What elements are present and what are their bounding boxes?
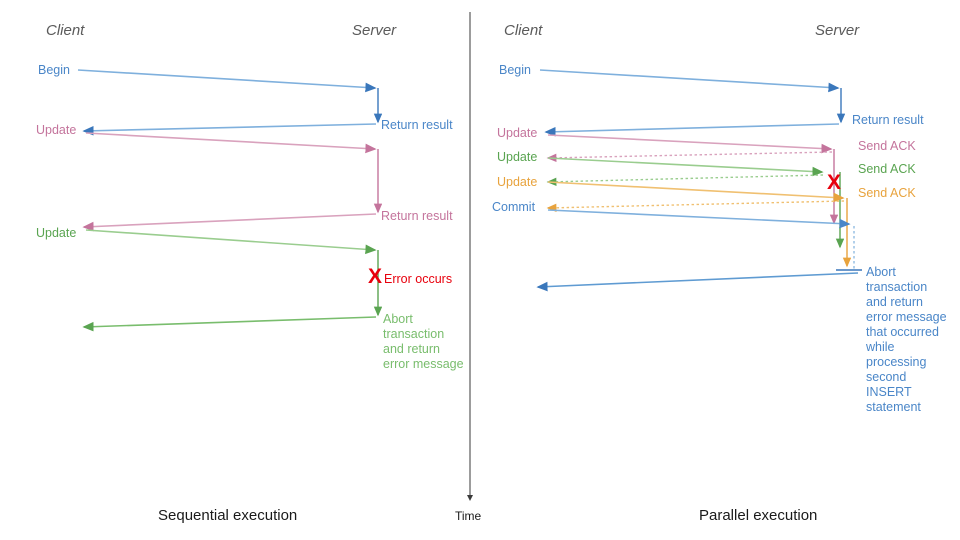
arrow-abort-return <box>82 316 377 332</box>
arrow-begin-request <box>77 69 377 93</box>
parallel-caption: Parallel execution <box>699 507 818 524</box>
parallel-msg-update-3: Update <box>497 175 538 189</box>
sequential-msg-update-1: Update <box>36 123 77 137</box>
arrow-update-orange-request <box>547 181 845 203</box>
arrow-update-1-request <box>85 132 377 154</box>
arrow-abort-return-p <box>536 272 859 292</box>
parallel-server-lane-label: Server <box>815 22 860 39</box>
sequential-msg-begin: Begin <box>38 63 70 77</box>
sequential-error-label: Error occurs <box>384 272 453 286</box>
parallel-msg-send-ack-1: Send ACK <box>858 139 916 153</box>
sequential-panel-vectors <box>77 69 383 332</box>
arrow-commit-request <box>547 209 851 229</box>
arrow-ack-orange <box>546 200 845 213</box>
arrow-return-result-1 <box>82 123 377 136</box>
sequential-server-lane-label: Server <box>352 22 397 39</box>
sequential-msg-return-result-2: Return result <box>381 209 453 223</box>
parallel-panel-vectors <box>536 69 862 292</box>
sequential-msg-return-result-1: Return result <box>381 118 453 132</box>
arrow-ack-green <box>546 174 824 186</box>
sequential-msg-update-2: Update <box>36 226 77 240</box>
parallel-msg-send-ack-2: Send ACK <box>858 162 916 176</box>
arrow-ack-pink <box>546 151 833 163</box>
arrow-return-result-p <box>544 123 840 137</box>
arrow-update-2-request <box>85 229 377 255</box>
error-x-icon-parallel: X <box>827 171 842 194</box>
time-axis-label: Time <box>455 509 482 523</box>
parallel-abort-note: Abort transaction and return error messa… <box>866 265 947 414</box>
server-wait-blue-dashed <box>836 226 862 271</box>
arrow-begin-request-p <box>539 69 840 93</box>
parallel-msg-begin: Begin <box>499 63 531 77</box>
sequential-client-lane-label: Client <box>46 22 85 39</box>
parallel-client-lane-label: Client <box>504 22 543 39</box>
sequential-caption: Sequential execution <box>158 507 298 524</box>
parallel-msg-send-ack-3: Send ACK <box>858 186 916 200</box>
parallel-msg-update-1: Update <box>497 126 538 140</box>
parallel-msg-update-2: Update <box>497 150 538 164</box>
parallel-msg-commit: Commit <box>492 200 536 214</box>
arrow-update-green-request <box>547 157 824 177</box>
arrow-update-pink-request <box>547 134 833 154</box>
error-x-icon-sequential: X <box>368 265 383 288</box>
parallel-msg-return-result: Return result <box>852 113 924 127</box>
sequential-abort-note: Abort transaction and return error messa… <box>383 312 464 371</box>
arrow-return-result-2 <box>82 213 377 232</box>
